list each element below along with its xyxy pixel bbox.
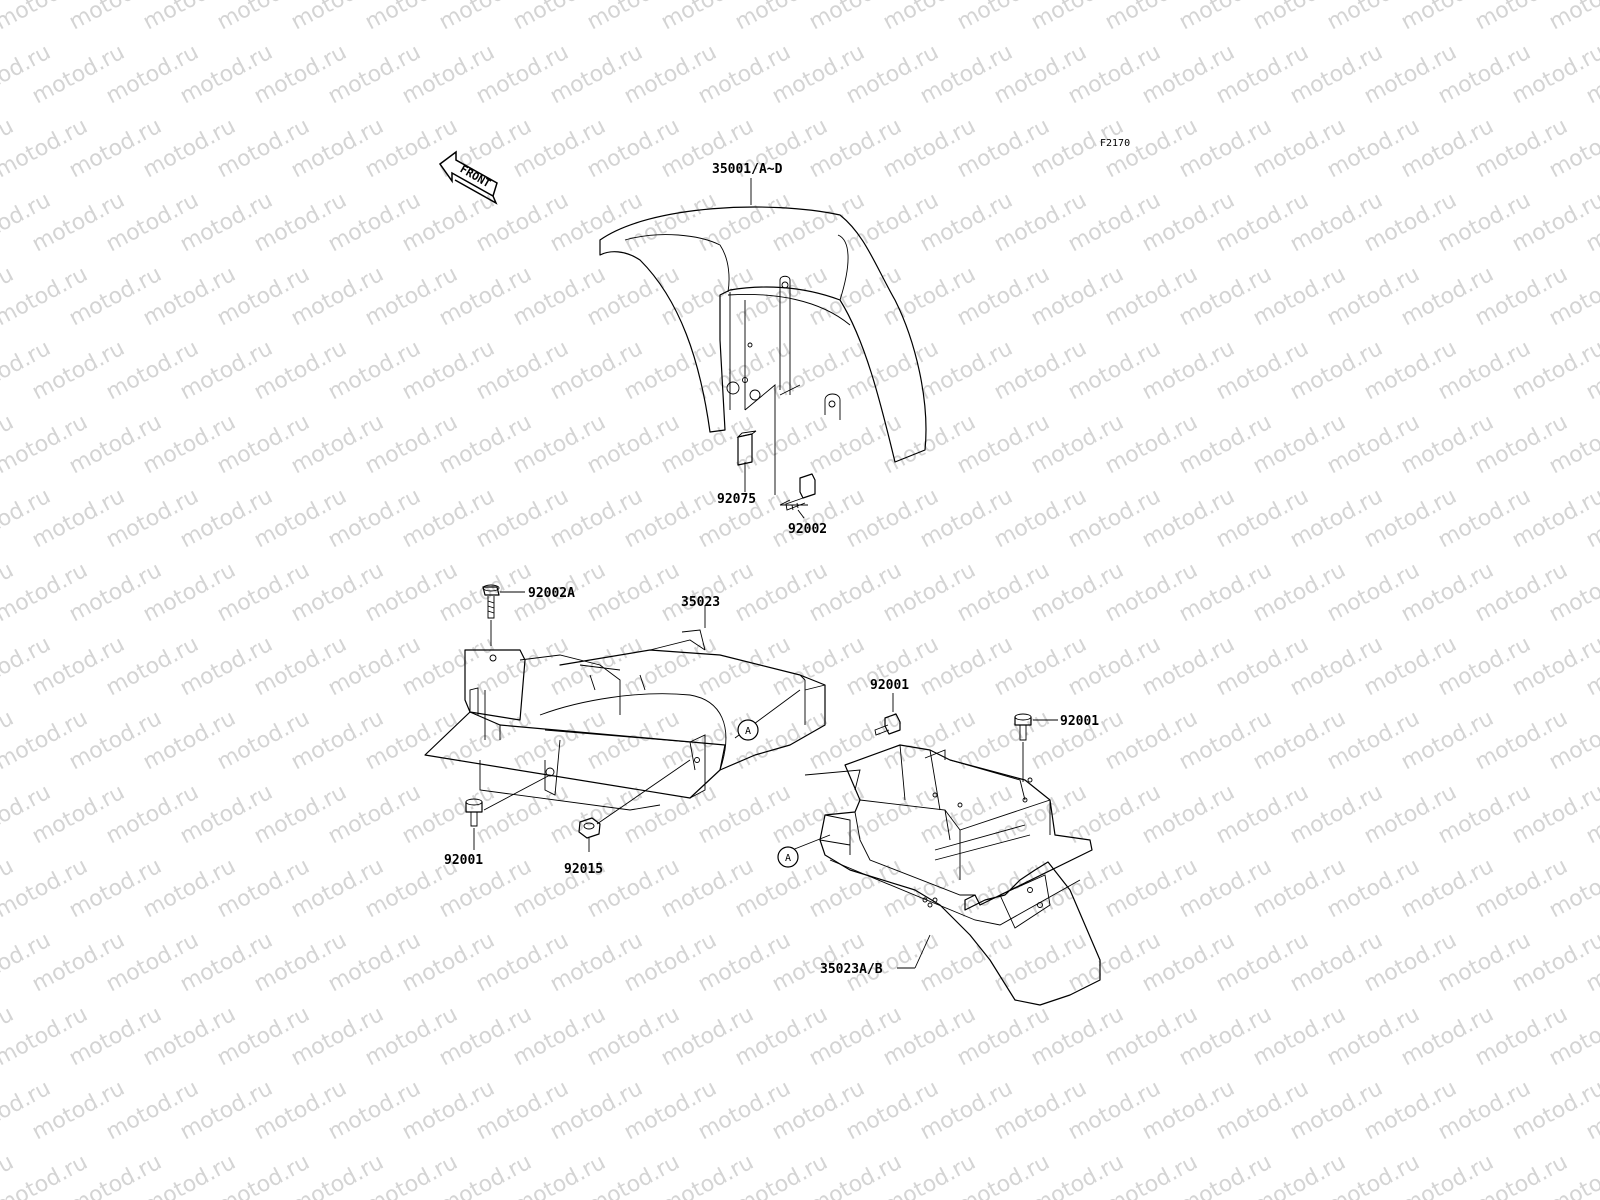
ref-mark-a-lower: A (777, 846, 799, 868)
callout-35001: 35001/A~D (712, 162, 783, 177)
callout-92001-low-left: 92001 (444, 853, 483, 868)
callout-35023ab: 35023A/B (820, 962, 883, 977)
nut-92015 (578, 817, 601, 839)
callout-92075: 92075 (717, 492, 756, 507)
bolt-92002a (482, 584, 500, 619)
svg-text:A: A (785, 853, 791, 864)
bolt-92002 (785, 473, 816, 511)
watermark-text: motod.ru (1545, 0, 1600, 35)
callout-35023: 35023 (681, 595, 720, 610)
callout-92002a: 92002A (528, 586, 575, 601)
callout-92001-mid: 92001 (870, 678, 909, 693)
svg-text:A: A (745, 726, 751, 737)
bolt-92001-right (1014, 713, 1032, 741)
callout-92002: 92002 (788, 522, 827, 537)
rear-fender (804, 744, 1101, 1006)
bolt-92001-low-left (465, 798, 483, 827)
callout-labels: 35001/A~D 92075 92002 92002A 35023 92001… (444, 162, 1099, 977)
front-fender (599, 206, 927, 495)
callout-92001-right: 92001 (1060, 714, 1099, 729)
ref-mark-a-upper: A (737, 719, 759, 741)
bolt-92001-mid (874, 713, 901, 736)
callout-92015: 92015 (564, 862, 603, 877)
figure-ref: F2170 (1100, 138, 1130, 149)
pad-92075 (736, 430, 757, 466)
inner-fender (424, 629, 826, 811)
